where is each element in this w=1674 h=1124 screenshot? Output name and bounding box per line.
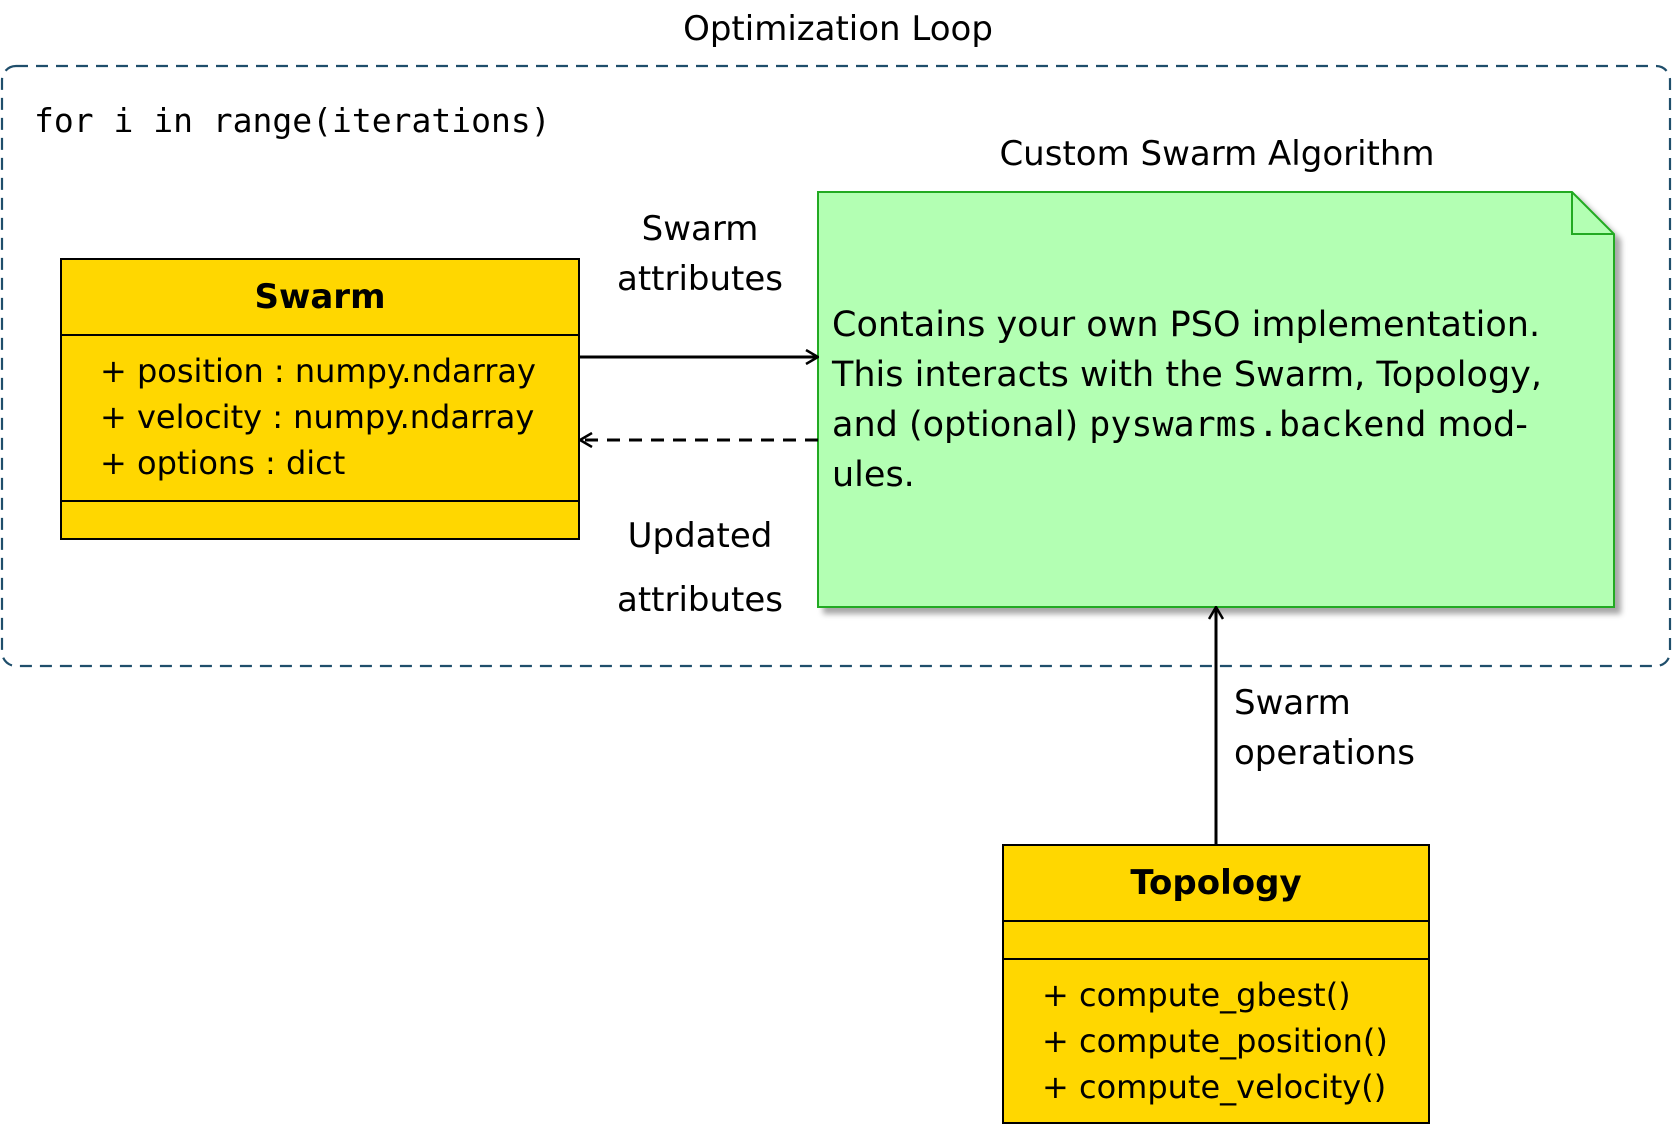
- algorithm-text-line-1: Contains your own PSO implementation.: [832, 305, 1541, 345]
- algorithm-note-shape: [817, 191, 1615, 608]
- swarm-methods-section: [62, 502, 578, 538]
- algorithm-text-line-4: ules.: [832, 455, 915, 495]
- edge-label-updated-attributes-line-1: Updated: [627, 516, 773, 556]
- swarm-attributes-section: + position : numpy.ndarray + velocity : …: [62, 336, 578, 502]
- edge-label-swarm-attributes-line-1: Swarm: [641, 209, 759, 249]
- edge-label-updated-attributes-line-2: attributes: [616, 580, 783, 620]
- edge-label-swarm-attributes-line-2: attributes: [616, 259, 783, 299]
- topology-method-compute-velocity: + compute_velocity(): [1042, 1068, 1387, 1106]
- loop-code: for i in range(iterations): [34, 101, 551, 140]
- swarm-attribute-position: + position : numpy.ndarray: [100, 352, 536, 390]
- algorithm-text-line-3a: and (optional): [832, 405, 1090, 445]
- topology-method-compute-position: + compute_position(): [1042, 1022, 1388, 1060]
- algorithm-description: Contains your own PSO implementation. Th…: [832, 300, 1612, 500]
- swarm-attribute-options: + options : dict: [100, 444, 346, 482]
- edge-label-swarm-attributes: Swarm attributes: [600, 204, 800, 304]
- swarm-class-title: Swarm: [62, 260, 578, 336]
- algorithm-text-line-3: and (optional) pyswarms.backend mod-: [832, 400, 1612, 450]
- edge-label-swarm-operations-line-1: Swarm: [1234, 683, 1351, 723]
- algorithm-text-line-2: This interacts with the Swarm, Topology,: [832, 355, 1542, 395]
- edge-label-updated-attributes: Updated attributes: [600, 504, 800, 632]
- swarm-class-box: Swarm + position : numpy.ndarray + veloc…: [60, 258, 580, 540]
- edge-label-swarm-operations: Swarm operations: [1234, 678, 1415, 778]
- topology-class-title: Topology: [1004, 846, 1428, 922]
- topology-methods-section: + compute_gbest() + compute_position() +…: [1004, 960, 1428, 1122]
- topology-class-box: Topology + compute_gbest() + compute_pos…: [1002, 844, 1430, 1124]
- topology-attributes-section: [1004, 922, 1428, 960]
- algorithm-note-fold: [1571, 192, 1614, 235]
- algorithm-title: Custom Swarm Algorithm: [999, 134, 1435, 174]
- optimization-loop-frame: [0, 64, 1672, 668]
- edge-label-swarm-operations-line-2: operations: [1234, 733, 1415, 773]
- algorithm-text-line-3c: mod-: [1426, 405, 1528, 445]
- swarm-attribute-velocity: + velocity : numpy.ndarray: [100, 398, 535, 436]
- loop-title: Optimization Loop: [683, 9, 993, 49]
- topology-method-compute-gbest: + compute_gbest(): [1042, 976, 1351, 1014]
- backend-module-name: pyswarms.backend: [1089, 405, 1427, 445]
